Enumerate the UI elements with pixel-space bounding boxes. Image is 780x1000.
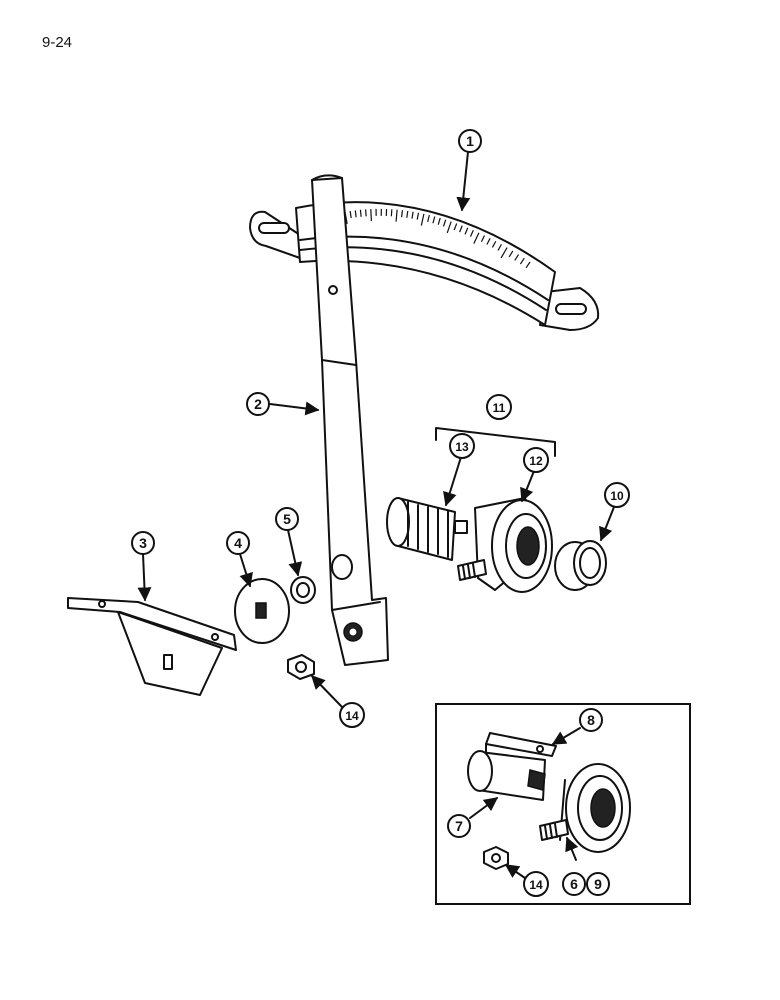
callout-14-main: 14 <box>339 702 365 728</box>
callout-label: 14 <box>529 878 543 892</box>
callout-5: 5 <box>275 507 299 531</box>
callout-label: 7 <box>455 818 463 834</box>
callout-label: 8 <box>587 712 595 728</box>
callout-label: 6 <box>570 876 578 892</box>
scale-tick <box>420 213 425 226</box>
callout-6: 6 <box>562 872 586 896</box>
scale-tick <box>486 238 491 245</box>
scale-tick <box>432 216 436 224</box>
callout-label: 12 <box>529 454 543 468</box>
callout-11: 11 <box>486 394 512 420</box>
scale-tick <box>411 211 414 219</box>
callout-label: 11 <box>493 401 506 415</box>
small-bushing <box>290 576 316 604</box>
scale-tick <box>459 225 463 233</box>
callout-4: 4 <box>226 531 250 555</box>
callout-label: 5 <box>283 511 291 527</box>
washer <box>234 578 290 644</box>
callout-label: 14 <box>345 709 359 723</box>
leader-lines <box>137 151 615 879</box>
callout-10: 10 <box>604 482 630 508</box>
callout-label: 13 <box>455 440 469 454</box>
quadrant-scale <box>249 201 600 331</box>
scale-tick <box>370 209 372 222</box>
callout-12: 12 <box>523 447 549 473</box>
scale-tick <box>442 219 447 227</box>
scale-tick <box>480 235 486 243</box>
scale-tick <box>349 211 352 219</box>
callout-label: 4 <box>234 535 242 551</box>
scale-tick <box>446 221 452 234</box>
bearing-assembly <box>386 497 607 593</box>
callout-label: 10 <box>610 489 624 503</box>
page-number: 9-24 <box>42 34 73 51</box>
scale-tick <box>519 257 525 265</box>
callout-8: 8 <box>579 708 603 732</box>
scale-ticks <box>344 208 531 269</box>
scale-tick <box>359 209 362 217</box>
scale-tick <box>500 247 508 259</box>
scale-tick <box>406 210 409 218</box>
scale-tick <box>401 210 404 218</box>
scale-tick <box>525 261 531 269</box>
scale-tick <box>469 230 474 237</box>
inset-view <box>435 703 691 905</box>
callout-label: 9 <box>594 876 602 892</box>
scale-tick <box>437 217 441 225</box>
callout-14-inset: 14 <box>523 871 549 897</box>
scale-tick <box>354 210 357 218</box>
callout-2: 2 <box>246 392 270 416</box>
scale-tick <box>508 250 514 258</box>
callout-7: 7 <box>447 814 471 838</box>
callout-label: 3 <box>139 535 147 551</box>
scale-tick <box>491 240 497 248</box>
callout-13: 13 <box>449 433 475 459</box>
hex-nut <box>287 654 315 680</box>
scale-tick <box>453 223 458 231</box>
scale-tick <box>365 209 367 217</box>
lever-arm <box>311 174 389 666</box>
mounting-bracket <box>67 597 237 696</box>
scale-tick <box>473 232 480 244</box>
scale-tick <box>464 227 469 235</box>
callout-label: 2 <box>254 396 262 412</box>
callout-label: 1 <box>466 133 474 149</box>
scale-tick <box>497 244 502 251</box>
scale-tick <box>427 214 430 223</box>
scale-tick <box>395 209 398 222</box>
scale-tick <box>514 254 520 261</box>
group-bracket <box>435 427 556 457</box>
scale-tick <box>416 212 420 220</box>
callout-1: 1 <box>458 129 482 153</box>
callout-3: 3 <box>131 531 155 555</box>
callout-9: 9 <box>586 872 610 896</box>
